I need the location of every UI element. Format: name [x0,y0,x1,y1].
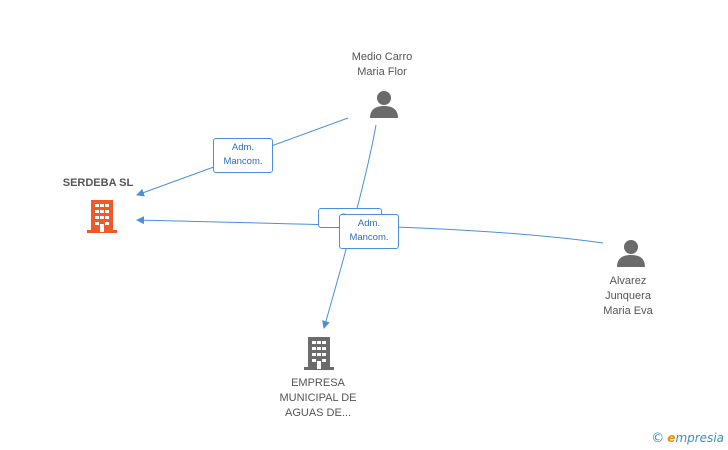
company-name-serdeba[interactable]: SERDEBA SL [62,177,134,189]
company-building-icon[interactable] [303,335,335,376]
person-name-alvarez[interactable]: Alvarez Junquera Maria Eva [603,275,653,317]
brand-watermark: ©empresia [651,431,724,446]
company-name-empresa-municipal[interactable]: EMPRESA MUNICIPAL DE AGUAS DE... [279,377,357,419]
company-building-icon[interactable] [86,198,118,239]
relation-label-adm-mancom: Adm. Mancom. [339,214,399,249]
person-icon[interactable] [616,239,646,272]
relation-label-adm-mancom: Adm. Mancom. [213,138,273,173]
brand-e: e [667,431,676,445]
person-name-medio-carro[interactable]: Medio Carro Maria Flor [351,51,413,78]
brand-name: mpresia [675,431,724,445]
copyright-symbol: © [651,431,665,446]
edge-medio-to-empresa [322,124,377,329]
person-icon[interactable] [369,90,399,123]
